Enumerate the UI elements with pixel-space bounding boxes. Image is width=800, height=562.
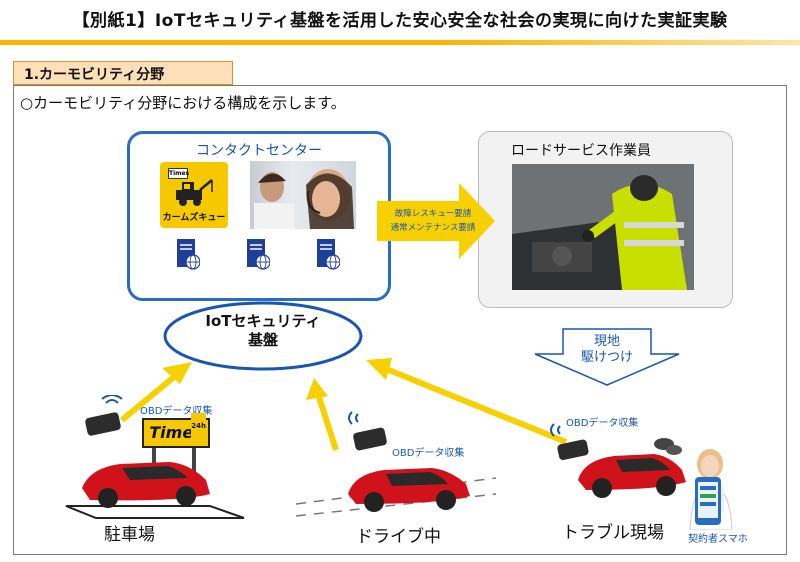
server-icon bbox=[317, 239, 340, 270]
data-arrowhead-driving bbox=[306, 378, 328, 400]
driving-car-image bbox=[296, 468, 496, 517]
contact-center-title: コンタクトセンター bbox=[196, 143, 322, 159]
content-frame bbox=[13, 85, 787, 555]
data-arrow-parking bbox=[120, 369, 182, 423]
data-arrow-trouble bbox=[382, 365, 568, 445]
section-label: 1.カーモビリティ分野 bbox=[13, 61, 233, 85]
dispatch-arrow bbox=[534, 328, 680, 386]
dispatch-text-line2: 駆けつけ bbox=[580, 350, 633, 365]
dispatch-text-line1: 現地 bbox=[593, 334, 620, 349]
scene-label-trouble: トラブル現場 bbox=[562, 523, 664, 543]
scene-label-parking: 駐車場 bbox=[104, 525, 155, 545]
iot-platform-label: IoTセキュリティ 基盤 bbox=[162, 312, 364, 350]
smartphone-icon bbox=[695, 477, 721, 525]
obd-device-icon bbox=[550, 423, 589, 460]
server-icon bbox=[247, 239, 270, 270]
request-text-rescue: 故障レスキュー要請 bbox=[394, 209, 472, 219]
times-sign-text: Times bbox=[149, 423, 203, 442]
server-icon bbox=[177, 239, 200, 270]
operator-photo bbox=[250, 161, 356, 229]
obd-label-driving: OBDデータ収集 bbox=[392, 448, 465, 459]
carms-cue-logo: Times カームズキュー bbox=[160, 162, 228, 228]
page-title: 【別紙1】IoTセキュリティ基盤を活用した安心安全な社会の実現に向けた実証実験 bbox=[72, 11, 728, 31]
times-sign: Times 24h bbox=[142, 413, 210, 448]
request-arrow bbox=[377, 183, 495, 259]
data-arrowhead-parking bbox=[162, 362, 192, 384]
headset-operator-image bbox=[254, 169, 354, 229]
contact-center-box: コンタクトセンター Times カームズキュー bbox=[127, 131, 391, 301]
parking-car-image bbox=[65, 448, 245, 519]
scene-label-driving: ドライブ中 bbox=[356, 527, 441, 547]
iot-platform-line1: IoTセキュリティ bbox=[205, 312, 321, 330]
obd-label-trouble: OBDデータ収集 bbox=[566, 418, 639, 429]
times-sign-badge: 24h bbox=[191, 413, 206, 439]
data-arrow-driving bbox=[315, 393, 339, 451]
obd-device-icon bbox=[85, 395, 123, 436]
title-underline bbox=[0, 40, 800, 45]
tow-truck-icon bbox=[176, 179, 213, 206]
iot-platform-line2: 基盤 bbox=[247, 331, 278, 349]
road-service-box: ロードサービス作業員 bbox=[478, 131, 733, 308]
request-text-maintenance: 通常メンテナンス要請 bbox=[390, 223, 476, 233]
road-service-title: ロードサービス作業員 bbox=[511, 143, 651, 159]
obd-device-icon bbox=[348, 411, 387, 451]
logo-badge: Times bbox=[168, 168, 190, 179]
data-arrowhead-trouble bbox=[366, 358, 392, 380]
iot-platform-ellipse bbox=[163, 301, 363, 371]
logo-text: カームズキュー bbox=[162, 213, 226, 223]
lead-text: ○カーモビリティ分野における構成を示します。 bbox=[20, 94, 346, 112]
smartphone-label: 契約者スマホ bbox=[688, 534, 748, 545]
mechanic-photo bbox=[512, 164, 694, 290]
obd-label-parking: OBDデータ収集 bbox=[140, 406, 213, 417]
engine-repair-image bbox=[512, 164, 694, 290]
trouble-car-image bbox=[578, 438, 686, 498]
